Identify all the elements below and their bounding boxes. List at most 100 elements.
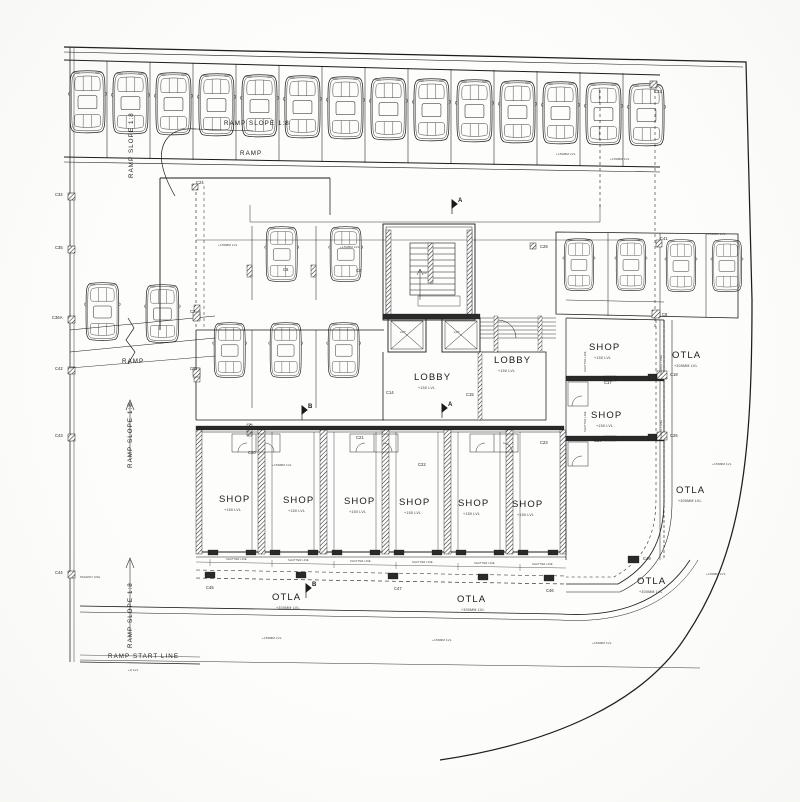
left-grid-line [69, 47, 75, 662]
column-mark-c43: C43 [55, 433, 63, 438]
level-note-court-g: +150MM LVL [556, 152, 576, 156]
site-boundary [63, 46, 753, 761]
level-note-court-a: +150MM LVL [706, 232, 726, 236]
level-note-court-b: +150MM LVL [712, 462, 732, 466]
level-note-parking-a: +150MM LVL [218, 243, 238, 247]
shop-level-7: +150 LVL [594, 356, 612, 360]
column-mark-c41: C41 [660, 236, 668, 241]
level-note-parking-b: +150MM LVL [340, 245, 360, 249]
section-marker-a-bottom: A [448, 402, 453, 408]
section-marker-b-bottom: B [312, 582, 317, 588]
ramp-slope-label-top: RAMP SLOPE 1:8 [224, 120, 290, 127]
shop-level-5: +150 LVL [463, 512, 481, 516]
lift-label-1: LIFT [400, 331, 406, 334]
column-mark-c44: C44 [55, 570, 63, 575]
ramp-entry-curve [161, 128, 254, 197]
column-mark-c20: C20 [248, 450, 256, 455]
lobby-1-level: +150 LVL [418, 386, 436, 390]
lift-shaft-1 [387, 317, 427, 353]
shop-level-2: +150 LVL [288, 509, 306, 513]
shop-label-8: SHOP [591, 410, 623, 421]
column-mark-c56: C24 [196, 180, 204, 185]
otla-label-5: OTLA [457, 594, 487, 605]
shop-row-bottom [195, 425, 567, 558]
shutter-line-label-1: SHUTTER LINE [226, 558, 247, 561]
lobby-2-level: +150 LVL [498, 369, 516, 373]
bottom-dimension-lines [79, 559, 701, 669]
shop-label-6: SHOP [512, 499, 544, 510]
lift-shaft-2 [441, 317, 481, 353]
otla-level-1: +300MM LVL [674, 364, 698, 368]
level-note-court-c: +150MM LVL [706, 572, 726, 576]
otla-label-2: OTLA [676, 485, 706, 496]
section-marker-a-top: A [458, 198, 463, 204]
otla-level-3: +300MM LVL [639, 590, 663, 594]
column-mark-c33: C33 [654, 89, 662, 94]
lobby-1-label: LOBBY [414, 372, 452, 383]
column-mark-c5: C5 [283, 267, 289, 272]
top-ramp-parking-band [63, 59, 666, 173]
shutter-line-label-4: SHUTTER LINE [412, 561, 433, 564]
column-mark-c14: C14 [386, 390, 394, 395]
right-parking-bays [555, 231, 744, 319]
left-column-marks [67, 192, 76, 579]
column-mark-c4: C4 [356, 268, 362, 273]
column-mark-c46: C46 [546, 588, 554, 593]
otla-level-5: +300MM LVL [461, 608, 485, 612]
ramp-start-level: +0 LVL [128, 668, 139, 672]
section-marker-b-top: B [308, 404, 313, 410]
parapet-line-label-2: PARAPET LINE [660, 419, 663, 440]
shop-label-4: SHOP [399, 497, 431, 508]
otla-label-1: OTLA [672, 350, 702, 361]
interior-column-marks [191, 183, 668, 441]
level-note-parking-c: +150MM LVL [272, 463, 292, 467]
shop-column-right [565, 299, 665, 560]
column-mark-c21: C21 [356, 435, 364, 440]
column-mark-c35: C35 [55, 245, 63, 250]
shop-level-1: +150 LVL [224, 508, 242, 512]
lobby-areas [382, 315, 556, 421]
column-mark-c47: C47 [394, 586, 402, 591]
shutter-line-label-2: SHUTTER LINE [288, 559, 309, 562]
ramp-start-line-label: RAMP START LINE [108, 653, 180, 660]
otla-label-4: OTLA [272, 592, 302, 603]
column-mark-c49: C49 [643, 556, 651, 561]
column-mark-c45: C45 [206, 585, 214, 590]
column-mark-c15: C15 [466, 392, 474, 397]
shutter-line-label-3: SHUTTER LINE [350, 560, 371, 563]
shutter-line-label-right-1: SHUTTER LINE [584, 351, 587, 372]
shutter-line-label-5: SHUTTER LINE [474, 562, 495, 565]
ramp-cars [69, 282, 216, 369]
shop-label-5: SHOP [458, 498, 490, 509]
otla-level-4: +300MM LVL [276, 606, 300, 610]
column-mark-c11: C11 [190, 366, 198, 371]
level-note-court-f: +150MM LVL [592, 641, 612, 645]
column-mark-c8: C8 [662, 312, 668, 317]
stair-lift-core [382, 223, 481, 353]
stair-up-label: UP [423, 272, 427, 275]
shop-level-3: +150 LVL [349, 510, 367, 514]
column-mark-c42: C42 [55, 366, 63, 371]
section-markers [301, 198, 458, 598]
column-mark-c18: C18 [670, 372, 678, 377]
shop-label-2: SHOP [283, 495, 315, 506]
column-mark-c17: C17 [604, 380, 612, 385]
shutter-line-label-6: SHUTTER LINE [532, 563, 553, 566]
ramp-slope-label-top-left: RAMP SLOPE 1:8 [128, 112, 135, 178]
interior-parking-court [159, 90, 656, 437]
column-mark-c34: C34 [55, 192, 63, 197]
column-mark-c7: C7 [190, 309, 196, 314]
column-mark-c23: C23 [540, 440, 548, 445]
otla-level-2: +300MM LVL [678, 499, 702, 503]
top-right-column-mark [649, 80, 658, 89]
shop-label-1: SHOP [219, 494, 251, 505]
shop-level-4: +150 LVL [404, 511, 422, 515]
column-mark-c24: C24 [594, 438, 602, 443]
column-mark-c25: C25 [670, 433, 678, 438]
lift-label-2: LIFT [454, 331, 460, 334]
level-note-court-h: +150MM LVL [610, 157, 630, 161]
ramp-slope-arrows [79, 399, 201, 665]
shop-level-6: +150 LVL [517, 513, 535, 517]
